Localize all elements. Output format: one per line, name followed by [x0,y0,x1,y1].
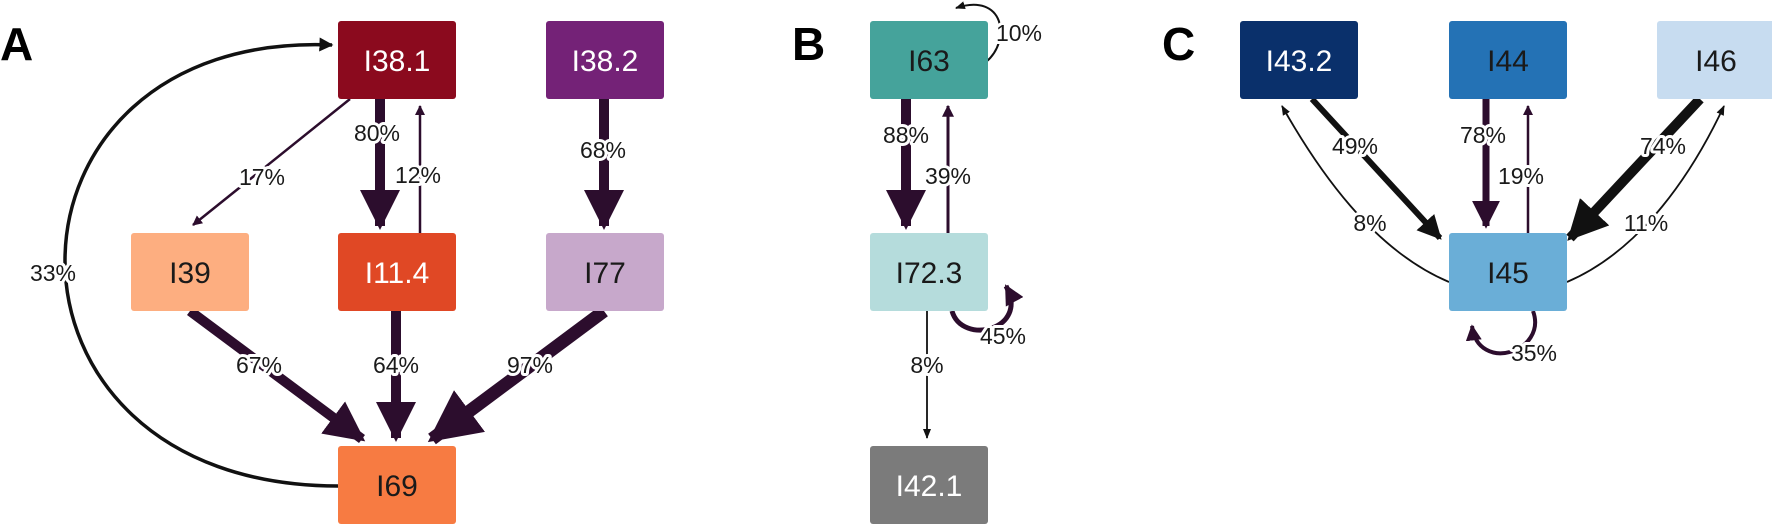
edge-i63-to-i63 [955,1,1002,63]
node-label-i72-3: I72.3 [896,257,963,290]
node-i43-2: I43.2 [1240,21,1358,99]
node-label-i11-4: I11.4 [365,257,430,290]
edge-i43-2-to-i45 [1309,96,1443,241]
panel-letter-a: A [0,18,33,70]
edge-i38-1-to-i39 [192,98,351,226]
node-i45: I45 [1449,233,1567,311]
edge-label-i46-to-i45: 74% [1640,133,1686,159]
edge-i45-to-i46 [1566,105,1725,283]
node-box-i38-2 [546,21,664,99]
edge-label-i63-to-i72-3: 88% [883,122,929,148]
node-box-i42-1 [870,446,988,524]
node-box-i43-2 [1240,21,1358,99]
labels-layer: 80% 12% 17% 68% 67% 64% 97% 33% 10% 88% 39% 45% 8% 49… [27,17,1689,381]
node-i38-1: I38.1 [338,21,456,99]
node-label-i69: I69 [376,470,418,503]
edge-label-i63-to-i63: 10% [996,20,1042,46]
edge-label-i69-to-i38-1: 33% [30,260,76,286]
node-label-i39: I39 [169,257,211,290]
node-i46: I46 [1657,21,1772,99]
edge-label-i11-4-to-i38-1: 12% [395,162,441,188]
edge-label-i39-to-i69: 67% [236,352,282,378]
node-box-i11-4 [338,233,456,311]
node-label-i44: I44 [1487,45,1529,78]
edge-label-i72-3-to-i63: 39% [925,163,971,189]
node-box-i45 [1449,233,1567,311]
node-i38-2: I38.2 [546,21,664,99]
node-box-i46 [1657,21,1772,99]
node-box-i44 [1449,21,1567,99]
edge-i77-to-i69 [427,305,608,445]
node-i39: I39 [131,233,249,311]
node-i69: I69 [338,446,456,524]
node-i42-1: I42.1 [870,446,988,524]
node-label-i46: I46 [1695,45,1737,78]
edge-i69-to-i38-1 [63,37,339,488]
edge-i45-to-i43-2 [1281,105,1450,283]
edge-label-i72-3-to-i42-1: 8% [910,352,943,378]
edge-i72-3-to-i72-3 [949,284,1024,333]
edge-label-i38-2-to-i77: 68% [580,137,626,163]
node-label-i38-2: I38.2 [572,45,639,78]
edge-label-i43-2-to-i45: 49% [1332,133,1378,159]
edge-label-i72-3-to-i72-3: 45% [980,323,1026,349]
edge-label-i45-to-i44: 19% [1498,163,1544,189]
edge-i39-to-i69 [187,306,366,444]
edge-label-i45-to-i43-2: 8% [1353,210,1386,236]
node-box-i38-1 [338,21,456,99]
edge-i46-to-i45 [1566,95,1704,242]
node-i63: I63 [870,21,988,99]
panel-letters-layer: A B C [0,18,1195,70]
panel-letter-b: B [792,18,825,70]
edge-label-i45-to-i45: 35% [1511,340,1557,366]
node-i11-4: I11.4 [338,233,456,311]
edge-label-i38-1-to-i39: 17% [239,164,285,190]
edge-label-i77-to-i69: 97% [507,352,553,378]
node-box-i39 [131,233,249,311]
node-box-i63 [870,21,988,99]
node-i44: I44 [1449,21,1567,99]
edges-layer [63,1,1725,488]
panel-letter-c: C [1162,18,1195,70]
edge-label-i38-1-to-i11-4: 80% [354,120,400,146]
node-label-i63: I63 [908,45,950,78]
node-label-i77: I77 [584,257,626,290]
node-box-i77 [546,233,664,311]
node-box-i69 [338,446,456,524]
node-i77: I77 [546,233,664,311]
node-label-i42-1: I42.1 [896,470,963,503]
node-label-i38-1: I38.1 [364,45,431,78]
node-label-i43-2: I43.2 [1266,45,1333,78]
edge-i45-to-i45 [1465,310,1538,356]
node-box-i72-3 [870,233,988,311]
edge-label-i44-to-i45: 78% [1460,122,1506,148]
node-i72-3: I72.3 [870,233,988,311]
edge-label-i45-to-i46: 11% [1624,210,1668,236]
node-label-i45: I45 [1487,257,1529,290]
edge-label-i11-4-to-i69: 64% [373,352,419,378]
